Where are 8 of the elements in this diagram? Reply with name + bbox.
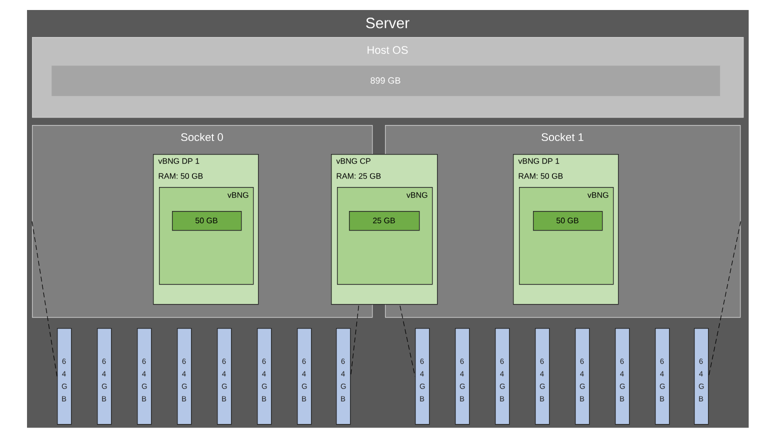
memory-block: 25 GB — [349, 211, 420, 231]
dashed-line — [32, 221, 58, 377]
memory-block: 50 GB — [533, 211, 603, 231]
dashed-line — [708, 221, 741, 377]
memory-block: 50 GB — [172, 211, 242, 231]
dashed-line — [350, 305, 359, 377]
dashed-line — [400, 305, 416, 377]
storage-bar: 899 GB — [51, 65, 721, 97]
